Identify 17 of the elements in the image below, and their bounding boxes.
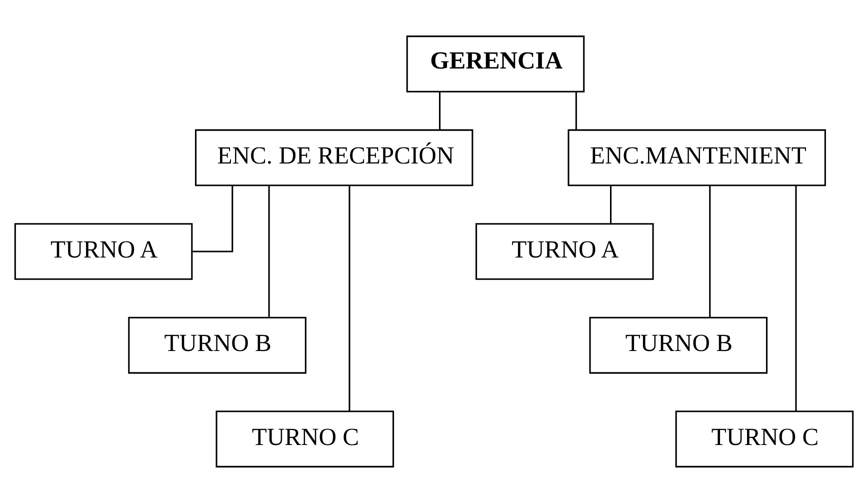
connector bbox=[610, 185, 612, 223]
node-box: TURNO B bbox=[588, 316, 768, 374]
connector bbox=[574, 92, 576, 130]
node-box: TURNO A bbox=[14, 222, 192, 280]
connector bbox=[348, 185, 350, 411]
connector bbox=[794, 185, 796, 411]
node-box: TURNO C bbox=[674, 410, 854, 467]
connector bbox=[192, 185, 233, 252]
node-box: GERENCIA bbox=[406, 35, 584, 92]
node-box: TURNO C bbox=[215, 410, 394, 467]
node-box: ENC. DE RECEPCIÓN bbox=[194, 128, 473, 186]
connector bbox=[438, 92, 440, 130]
connector bbox=[708, 184, 710, 317]
node-box: ENC.MANTENIENT bbox=[567, 128, 826, 186]
node-box: TURNO A bbox=[475, 222, 654, 280]
node-box: TURNO B bbox=[128, 316, 306, 374]
connector bbox=[268, 184, 270, 317]
